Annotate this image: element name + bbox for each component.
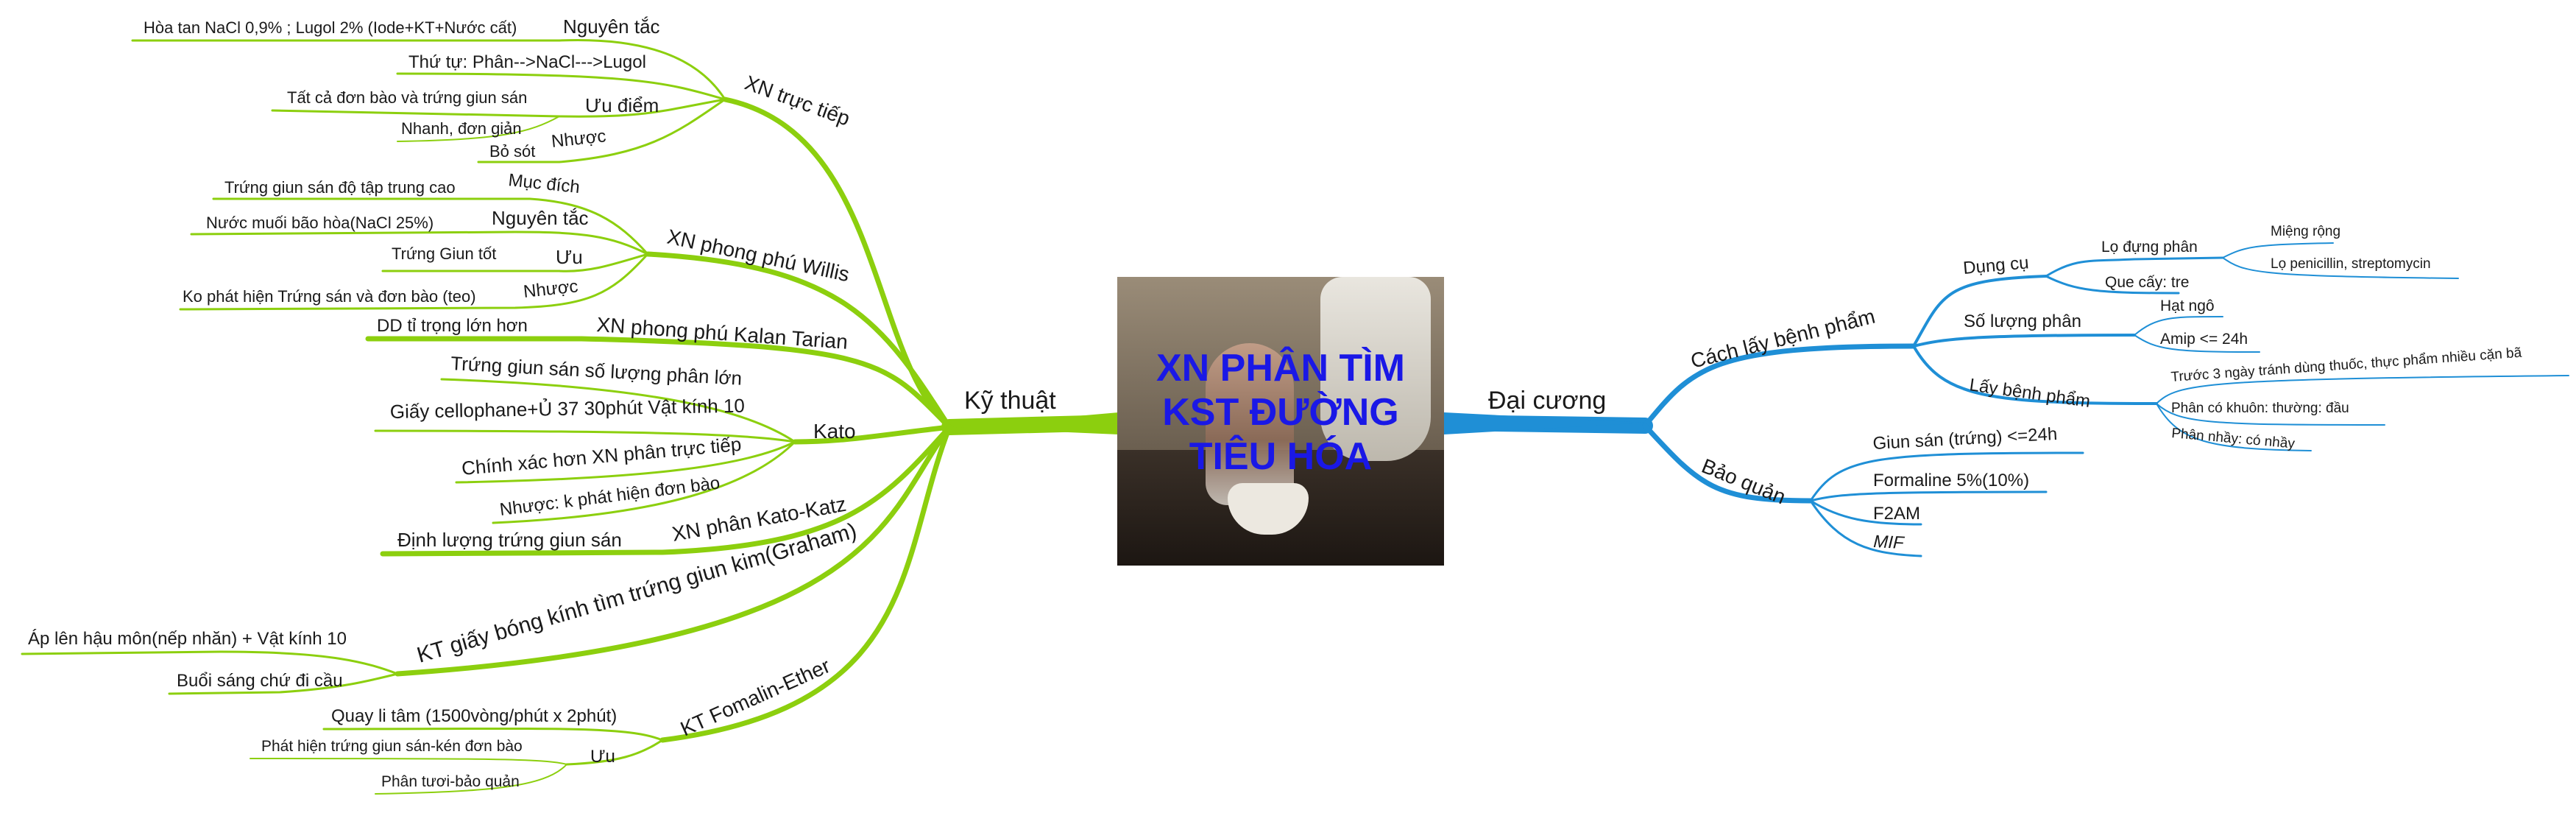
node-nhuoc-2[interactable]: Nhược [523, 276, 579, 302]
center-title-line3: TIÊU HÓA [1189, 435, 1373, 478]
node-trung-giun-tot[interactable]: Trứng Giun tốt [392, 244, 496, 263]
node-kato-1[interactable]: Trứng giun sán số lượng phân lớn [450, 352, 743, 390]
node-nguyen-tac-2[interactable]: Nguyên tắc [492, 207, 589, 229]
node-lay-benh-pham[interactable]: Lấy bệnh phẩm [1968, 375, 2092, 412]
node-phan-co-khuon[interactable]: Phân có khuôn: thường: đầu [2171, 401, 2349, 416]
child-picture [1206, 343, 1294, 505]
node-formalin-uu-2[interactable]: Phân tươi-bảo quản [381, 773, 520, 790]
node-que-cay[interactable]: Que cấy: tre [2105, 274, 2189, 291]
node-nhuoc-2-detail[interactable]: Ko phát hiện Trứng sán và đơn bào (teo) [183, 287, 476, 306]
branch-ky-thuat[interactable]: Kỹ thuật [964, 387, 1056, 415]
node-formaline[interactable]: Formaline 5%(10%) [1873, 471, 2029, 490]
node-kato-katz-1[interactable]: Định lượng trứng giun sán [397, 529, 622, 551]
center-title-line2: KST ĐƯỜNG [1162, 391, 1399, 434]
node-uu-3[interactable]: Ưu [590, 747, 615, 767]
node-uu-diem-2[interactable]: Nhanh, đơn giản [401, 119, 522, 138]
node-nguyen-tac-1[interactable]: Nguyên tắc [563, 15, 660, 38]
node-hat-ngo[interactable]: Hạt ngô [2160, 298, 2215, 314]
node-nhuoc-1[interactable]: Nhược [551, 126, 607, 152]
node-mif[interactable]: MIF [1873, 532, 1906, 553]
node-lo-dung-phan[interactable]: Lọ đựng phân [2101, 239, 2198, 256]
node-f2am[interactable]: F2AM [1873, 504, 1920, 524]
node-kato[interactable]: Kato [813, 420, 856, 443]
node-dung-cu[interactable]: Dụng cụ [1962, 253, 2029, 278]
node-so-luong[interactable]: Số lượng phân [1964, 312, 2081, 331]
node-bo-sot[interactable]: Bỏ sót [489, 142, 535, 161]
node-nguyen-tac-2-detail[interactable]: Nước muối bão hòa(NaCl 25%) [206, 214, 434, 232]
node-kato-2[interactable]: Giấy cellophane+Ủ 37 30phút Vật kính 10 [390, 394, 746, 423]
node-kalan-1[interactable]: DD tỉ trọng lớn hơn [377, 316, 528, 336]
node-lo-penicillin[interactable]: Lọ penicillin, streptomycin [2271, 256, 2431, 272]
node-xn-truc-tiep[interactable]: XN trực tiếp [742, 71, 853, 130]
toilet-picture [1320, 277, 1431, 461]
node-uu-diem-1[interactable]: Tất cả đơn bào và trứng giun sán [287, 88, 527, 107]
node-graham-1[interactable]: Áp lên hậu môn(nếp nhăn) + Vật kính 10 [28, 629, 347, 649]
node-phan-nhay[interactable]: Phân nhầy: có nhầy [2171, 426, 2296, 452]
node-graham-2[interactable]: Buổi sáng chứ đi cầu [177, 671, 343, 691]
node-bao-quan[interactable]: Bảo quản [1699, 454, 1789, 509]
node-mieng-rong[interactable]: Miệng rộng [2271, 224, 2340, 239]
node-muc-dich[interactable]: Mục đích [507, 170, 581, 197]
potty-picture [1228, 483, 1309, 535]
node-thu-tu[interactable]: Thứ tự: Phân-->NaCl--->Lugol [408, 52, 646, 72]
branch-dai-cuong[interactable]: Đại cương [1488, 387, 1606, 415]
node-muc-dich-1[interactable]: Trứng giun sán độ tập trung cao [224, 178, 456, 197]
node-nguyen-tac-1-detail[interactable]: Hòa tan NaCl 0,9% ; Lugol 2% (Iode+KT+Nư… [144, 18, 517, 37]
node-kalan-tarian[interactable]: XN phong phú Kalan Tarian [596, 313, 849, 353]
node-formalin-1[interactable]: Quay li tâm (1500vòng/phút x 2phút) [331, 706, 617, 726]
node-uu-2[interactable]: Ưu [556, 246, 583, 268]
node-amip[interactable]: Amip <= 24h [2160, 331, 2248, 348]
node-uu-diem[interactable]: Ưu điểm [585, 94, 659, 116]
node-giun-san[interactable]: Giun sán (trứng) <=24h [1872, 424, 2058, 454]
node-kato-3[interactable]: Chính xác hơn XN phân trực tiếp [461, 433, 742, 479]
node-formalin-uu-1[interactable]: Phát hiện trứng giun sán-kén đơn bào [261, 738, 523, 755]
node-cach-lay[interactable]: Cách lấy bệnh phẩm [1688, 305, 1878, 373]
center-title-line1: XN PHÂN TÌM [1156, 347, 1405, 390]
center-topic-image[interactable] [1117, 277, 1444, 566]
center-topic-title[interactable]: XN PHÂN TÌM KST ĐƯỜNG TIÊU HÓA [1117, 346, 1444, 479]
